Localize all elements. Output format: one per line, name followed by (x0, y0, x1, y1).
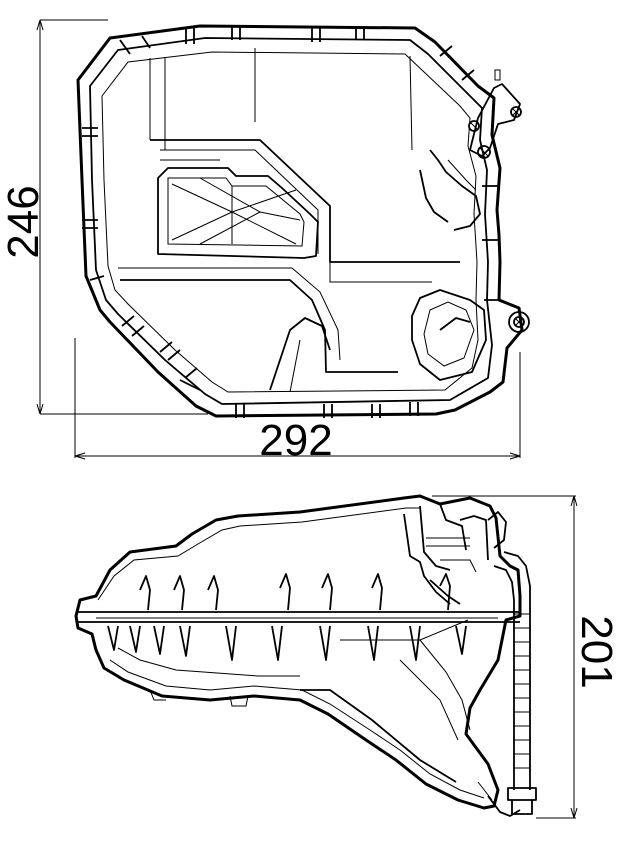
grid-window (157, 167, 319, 259)
top-dimension-lines (36, 19, 521, 460)
rim-ticks (82, 26, 500, 418)
side-valve-assembly (403, 503, 507, 605)
lower-ribs (107, 625, 467, 661)
top-view-inner-outline (89, 37, 493, 405)
top-view-outline (76, 24, 524, 418)
top-view (76, 24, 530, 418)
side-view-outline (74, 494, 522, 810)
upper-ribs (139, 573, 451, 611)
height-dimension-side-view: 201 (572, 615, 621, 688)
side-view (74, 494, 537, 817)
side-dimension-lines (432, 495, 578, 819)
mounting-bolt (508, 311, 530, 333)
side-pipe (493, 551, 537, 815)
mounting-bracket (468, 69, 522, 159)
height-dimension-top-view: 246 (0, 185, 48, 258)
width-dimension-top-view: 292 (259, 416, 332, 465)
